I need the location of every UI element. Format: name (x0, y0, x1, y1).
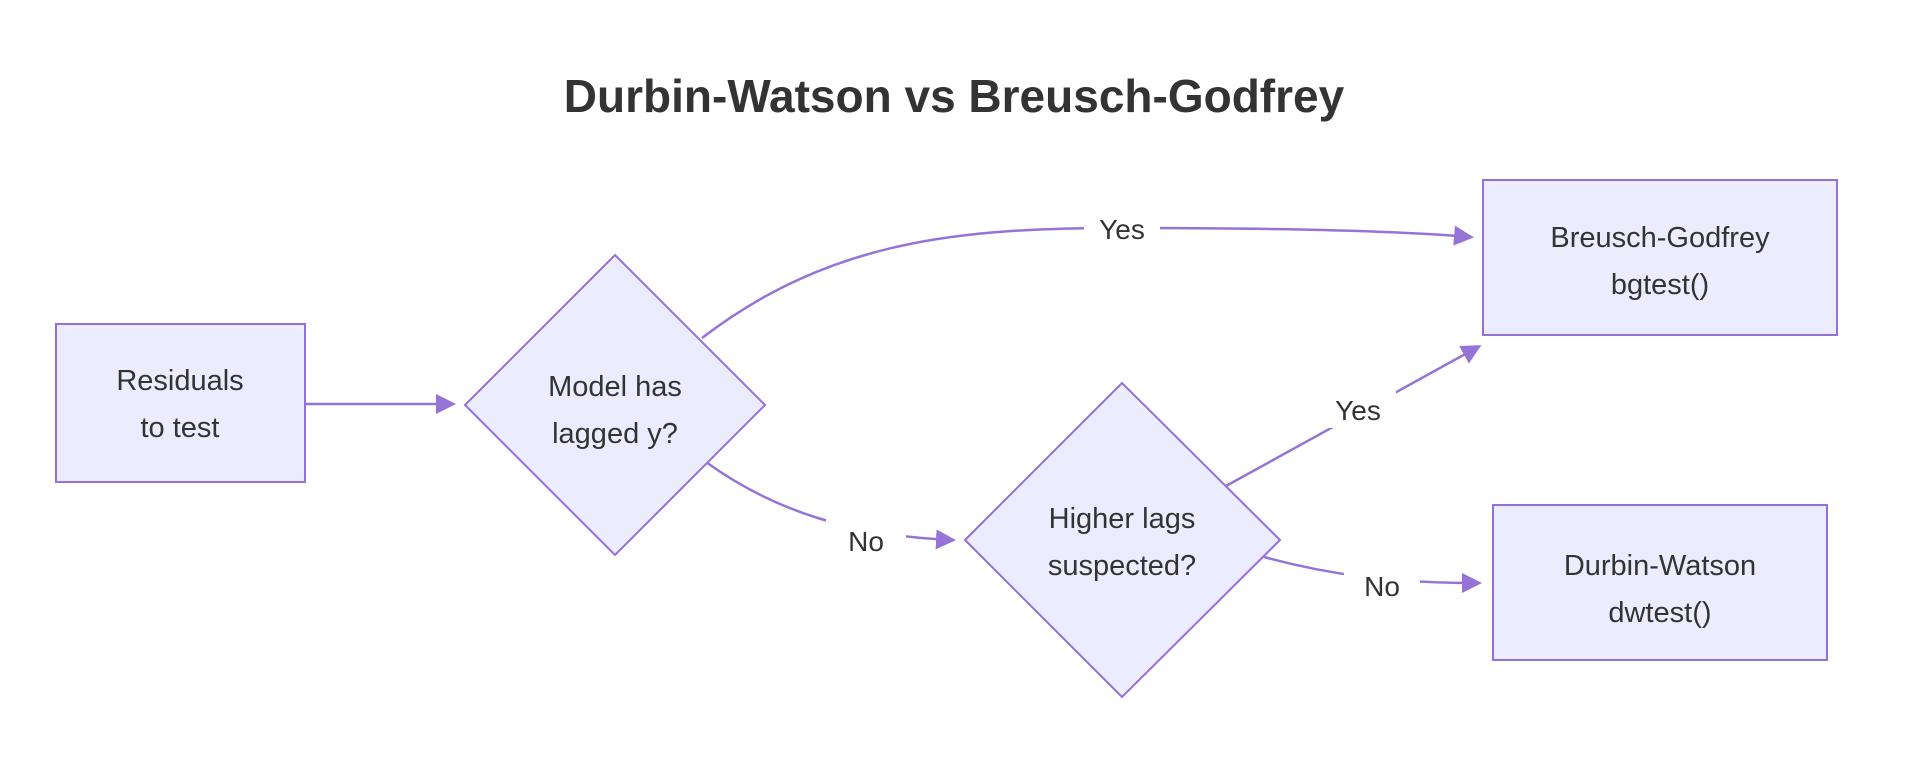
edge-label-yes-top: Yes (1084, 206, 1160, 246)
edge-label-bg (1084, 206, 1160, 246)
edge-label-bg (1344, 563, 1420, 603)
node-durbin-watson-box (1492, 504, 1828, 661)
node-higher-lags-line1: Higher lags (1049, 503, 1196, 535)
edge-label-no-middle: No (826, 518, 906, 558)
node-residuals-line2: to test (141, 412, 220, 444)
node-lagged-y-line2: lagged y? (552, 418, 678, 450)
node-higher-lags: Higher lags suspected? (963, 381, 1282, 699)
edge-label-text: Yes (1335, 395, 1381, 426)
node-breusch-godfrey: Breusch-Godfrey bgtest() (1482, 179, 1838, 336)
edge-label-text: No (848, 526, 884, 557)
edge-label-text: Yes (1099, 214, 1145, 245)
edge-label-text: No (1364, 571, 1400, 602)
edge-lagged-y-no-to-higher-lags (705, 460, 956, 550)
node-durbin-watson-line1: Durbin-Watson (1564, 550, 1756, 582)
node-higher-lags-diamond (963, 381, 1282, 699)
node-breusch-godfrey-line1: Breusch-Godfrey (1550, 222, 1770, 254)
node-residuals: Residuals to test (55, 323, 306, 483)
node-breusch-godfrey-box (1482, 179, 1838, 336)
node-durbin-watson-line2: dwtest() (1608, 597, 1711, 629)
node-durbin-watson: Durbin-Watson dwtest() (1492, 504, 1828, 661)
node-residuals-box (55, 323, 306, 483)
edge-label-yes-right: Yes (1320, 388, 1396, 428)
node-residuals-line1: Residuals (116, 365, 243, 397)
node-breusch-godfrey-line2: bgtest() (1611, 269, 1709, 301)
edge-label-bg (826, 518, 906, 558)
edge-label-no-right: No (1344, 563, 1420, 603)
node-lagged-y-diamond (463, 253, 767, 557)
edge-label-bg (1320, 388, 1396, 428)
diagram-title: Durbin-Watson vs Breusch-Godfrey (564, 70, 1345, 122)
node-lagged-y: Model has lagged y? (463, 253, 767, 557)
node-higher-lags-line2: suspected? (1048, 550, 1196, 582)
node-lagged-y-line1: Model has (548, 371, 682, 403)
